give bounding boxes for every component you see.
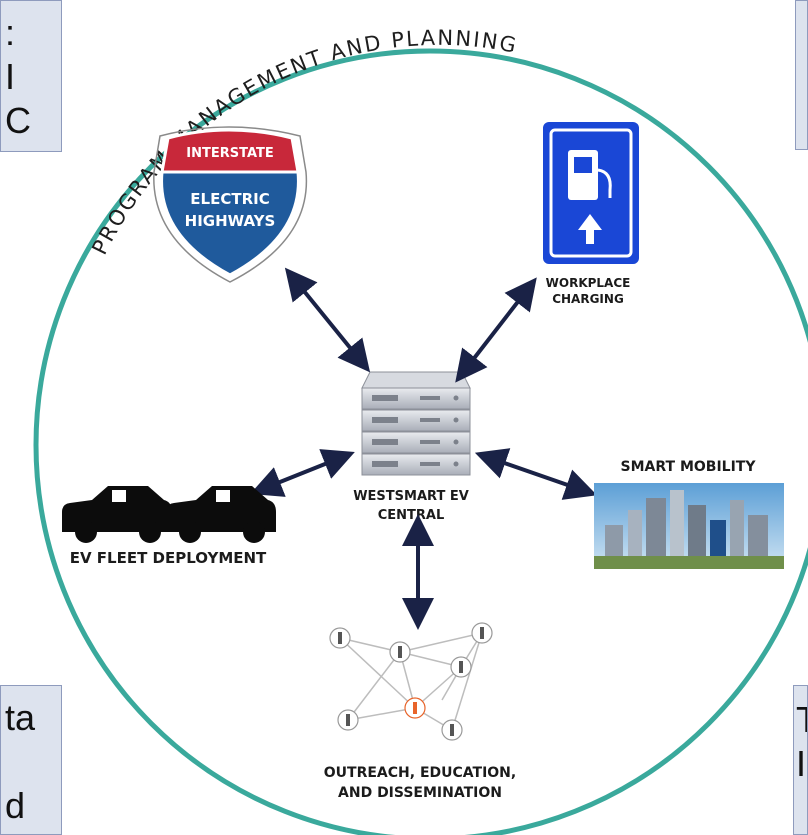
shield-top-label: INTERSTATE (186, 146, 274, 161)
workplace-label-2: CHARGING (552, 292, 624, 306)
side-text-bottom-left: ta d (5, 697, 36, 826)
outreach-label-1: OUTREACH, EDUCATION, (324, 765, 516, 781)
outreach-label-2: AND DISSEMINATION (338, 785, 502, 801)
interstate-shield-icon: INTERSTATE ELECTRIC HIGHWAYS (153, 126, 308, 283)
server-stack-icon (361, 371, 471, 476)
side-box-bottom-right: T I (793, 685, 808, 835)
people-network-icon (329, 622, 493, 741)
arrow-mobility (474, 448, 598, 500)
shield-line-2: HIGHWAYS (185, 212, 276, 230)
arrow-highways (284, 267, 371, 373)
shield-line-1: ELECTRIC (190, 190, 269, 208)
ev-fleet-label: EV FLEET DEPLOYMENT (70, 549, 267, 567)
hub-label-1: WESTSMART EV (353, 489, 469, 504)
side-text-top-left: : I C (5, 12, 31, 141)
workplace-label-1: WORKPLACE (546, 276, 631, 290)
ev-fleet-cars-icon (62, 486, 276, 543)
side-box-top-left: : I C (0, 0, 62, 152)
connector-arrows (250, 267, 598, 630)
arrow-fleet (250, 449, 355, 497)
arrow-workplace (455, 277, 537, 383)
smart-mobility-label: SMART MOBILITY (621, 459, 757, 475)
side-text-bottom-right: T I (796, 699, 807, 784)
side-box-bottom-left: ta d (0, 685, 62, 835)
charging-station-icon (543, 122, 639, 264)
city-skyline-icon (594, 483, 784, 569)
hub-label-2: CENTRAL (378, 508, 445, 523)
